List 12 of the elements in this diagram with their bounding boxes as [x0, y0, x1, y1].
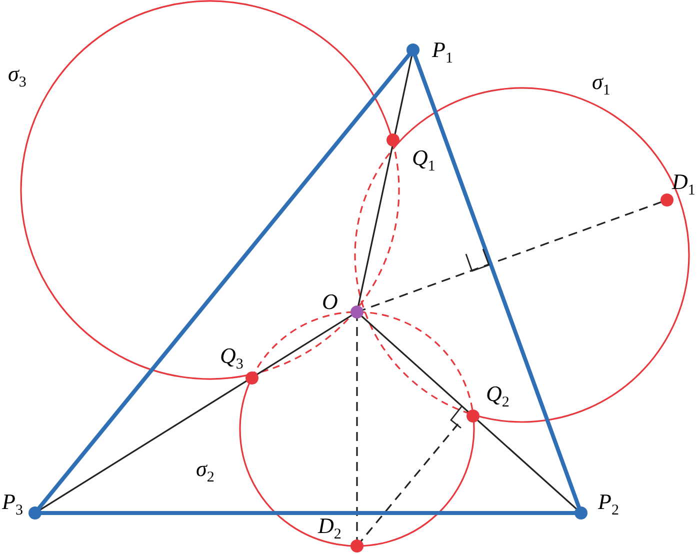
- point-label: D$_{2}$: [318, 514, 342, 544]
- point-label: P$_{3}$: [2, 490, 23, 520]
- point-label: Q$_{2}$: [486, 382, 510, 412]
- point-label: O: [322, 290, 338, 314]
- circle-label: σ$_{3}$: [8, 62, 26, 92]
- point-label: P$_{1}$: [432, 38, 453, 68]
- circle-label: σ$_{1}$: [592, 70, 610, 100]
- circle-label: σ$_{2}$: [196, 457, 214, 488]
- point-label: Q$_{3}$: [220, 344, 244, 374]
- point-label: P$_{2}$: [598, 490, 619, 520]
- point-label: D$_{1}$: [672, 170, 696, 200]
- point-label: Q$_{1}$: [412, 146, 436, 176]
